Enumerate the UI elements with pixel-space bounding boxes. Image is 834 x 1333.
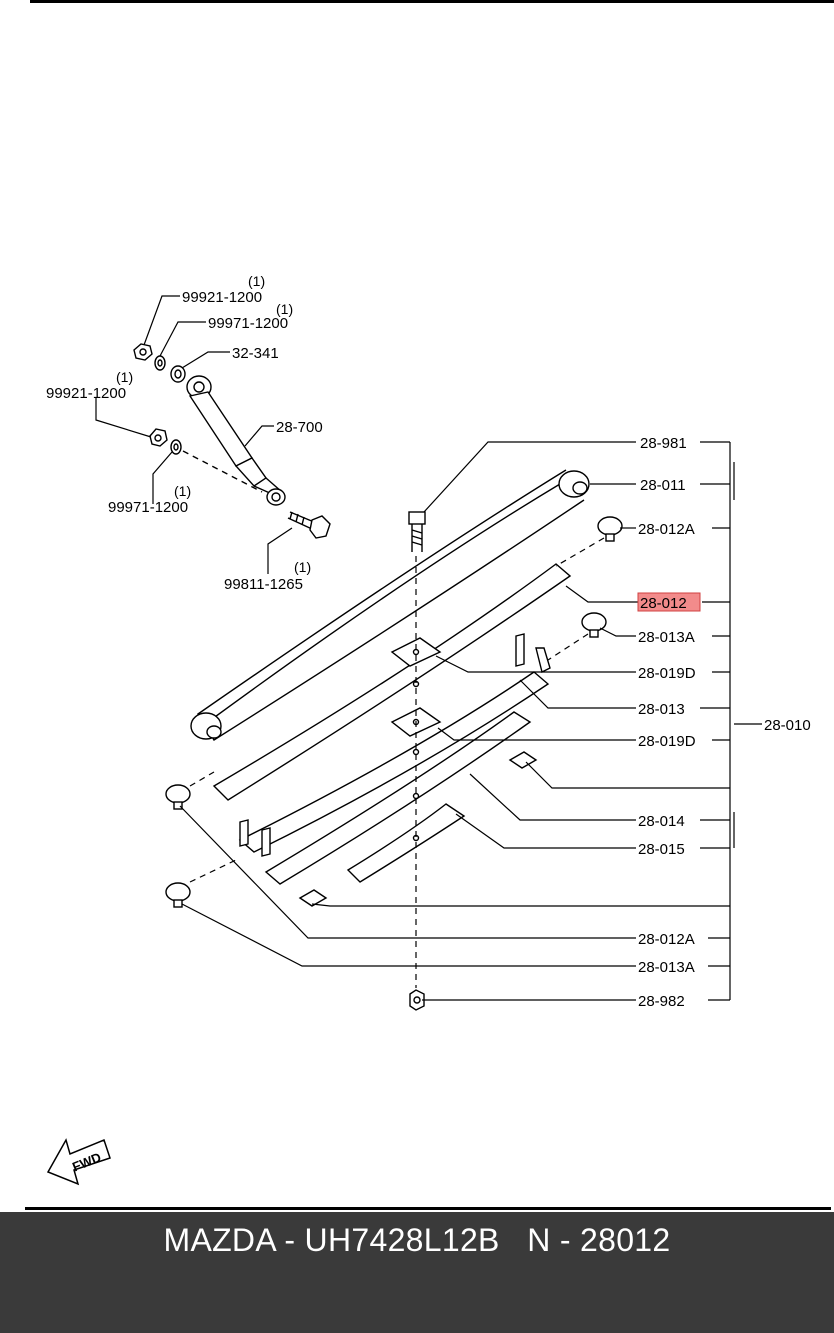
clip-rivet-upper-part[interactable] — [581, 612, 607, 638]
label-main-leaf[interactable]: 28-011 — [640, 477, 686, 494]
center-nut-part[interactable] — [409, 989, 425, 1011]
label-spring-assembly[interactable]: 28-010 — [764, 717, 811, 734]
main-leaf-part[interactable] — [190, 469, 590, 741]
label-liner-upper[interactable]: 28-019D — [638, 665, 696, 682]
label-nut-left[interactable]: 99921-1200 — [46, 385, 126, 402]
label-bushing[interactable]: 32-341 — [232, 345, 279, 362]
callout-labels: (1) 99921-1200 (1) 99971-1200 32-341 (1)… — [46, 273, 811, 1010]
label-clip-rivet-upper[interactable]: 28-013A — [638, 629, 695, 646]
label-nut-left-qty: (1) — [116, 369, 133, 385]
assembly-dash-lines — [189, 537, 605, 988]
assembly-leader-lines — [179, 441, 762, 1001]
label-leaf-4[interactable]: 28-014 — [638, 813, 685, 830]
label-center-bolt[interactable]: 28-981 — [640, 435, 687, 452]
label-leaf-3[interactable]: 28-013 — [638, 701, 685, 718]
nut-top-part[interactable] — [133, 343, 153, 361]
part-number-caption: MAZDA - UH7428L12B N - 28012 — [163, 1222, 671, 1258]
label-liner-lower[interactable]: 28-019D — [638, 733, 696, 750]
washer-top-part[interactable] — [154, 355, 166, 371]
label-shock-absorber[interactable]: 28-700 — [276, 419, 323, 436]
clip-lower-part[interactable] — [165, 784, 191, 810]
washer-left-part[interactable] — [170, 439, 182, 455]
clip-upper-part[interactable] — [597, 516, 623, 542]
shock-leader-lines — [95, 295, 293, 574]
liner-small-part[interactable] — [508, 751, 538, 769]
label-washer-top-qty: (1) — [276, 301, 293, 317]
shock-absorber-part[interactable] — [186, 375, 286, 506]
shock-absorber-group — [133, 343, 331, 539]
label-clip-lower[interactable]: 28-012A — [638, 931, 695, 948]
footer-rule — [25, 1207, 831, 1210]
leaf-3-part[interactable] — [238, 633, 551, 857]
label-washer-left[interactable]: 99971-1200 — [108, 499, 188, 516]
label-bolt[interactable]: 99811-1265 — [224, 576, 303, 593]
label-leaf-2-highlighted[interactable]: 28-012 — [640, 595, 687, 612]
bolt-part[interactable] — [287, 511, 331, 539]
liner-bottom-part[interactable] — [298, 889, 328, 907]
top-rule — [30, 0, 834, 3]
bushing-part[interactable] — [170, 365, 186, 383]
label-leaf-5[interactable]: 28-015 — [638, 841, 685, 858]
leaf-spring-pack — [165, 469, 623, 1011]
label-nut-top-qty: (1) — [248, 273, 265, 289]
label-clip-upper[interactable]: 28-012A — [638, 521, 695, 538]
nut-left-part[interactable] — [149, 428, 168, 447]
footer-bar — [0, 1212, 834, 1333]
label-nut-top[interactable]: 99921-1200 — [182, 289, 262, 306]
clip-rivet-lower-part[interactable] — [165, 882, 191, 908]
label-clip-rivet-lower[interactable]: 28-013A — [638, 959, 695, 976]
center-bolt-part[interactable] — [408, 511, 426, 552]
label-bolt-qty: (1) — [294, 559, 311, 575]
label-washer-left-qty: (1) — [174, 483, 191, 499]
highlight-box — [637, 592, 701, 612]
leaf-2-part[interactable] — [212, 563, 572, 801]
label-washer-top[interactable]: 99971-1200 — [208, 315, 288, 332]
label-center-nut[interactable]: 28-982 — [638, 993, 685, 1010]
fwd-arrow-icon: FWD — [46, 1138, 111, 1186]
